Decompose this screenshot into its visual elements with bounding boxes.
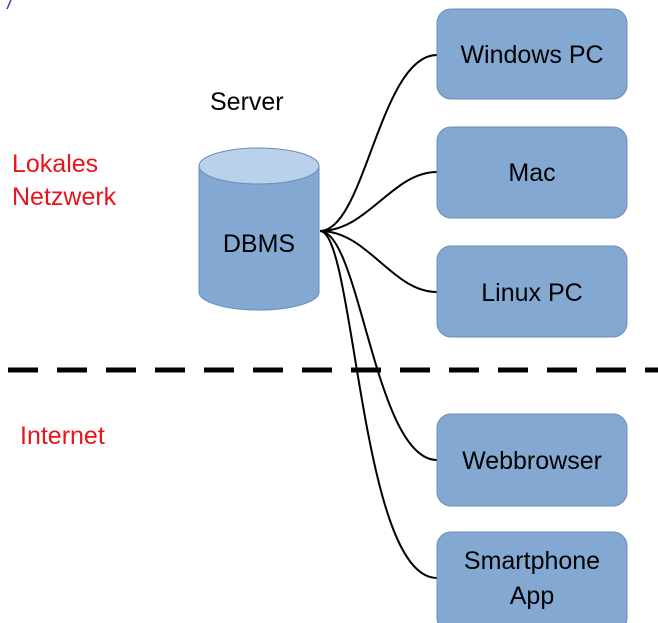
client-label-smartphone-line2: App [510, 582, 554, 610]
connector-linux-pc [319, 230, 438, 293]
connector-windows-pc [319, 54, 438, 232]
client-box-linux-pc [436, 245, 628, 338]
client-node-windows-pc: Windows PC [436, 8, 628, 100]
client-label-smartphone-line1: Smartphone [464, 547, 600, 575]
database-cylinder-top [198, 147, 320, 185]
dbms-label: DBMS [223, 230, 295, 258]
client-label-webbrowser: Webbrowser [462, 447, 602, 475]
client-label-windows-pc: Windows PC [460, 41, 603, 69]
database-cylinder-icon [198, 147, 320, 311]
client-label-mac: Mac [508, 159, 555, 187]
connector-smartphone-app [319, 230, 438, 579]
client-box-webbrowser [436, 413, 628, 507]
zone-label-local-network-line2: Netzwerk [12, 183, 117, 211]
client-label-linux-pc: Linux PC [481, 279, 582, 307]
client-box-mac [436, 126, 628, 219]
client-node-linux-pc: Linux PC [436, 245, 628, 338]
client-node-smartphone-app: Smartphone App [436, 531, 628, 623]
server-title: Server [210, 88, 284, 116]
client-node-mac: Mac [436, 126, 628, 219]
zone-label-internet: Internet [20, 422, 105, 450]
connector-mac [319, 171, 438, 232]
zone-label-local-network-line1: Lokales [12, 150, 98, 178]
connectors [319, 54, 438, 579]
client-box-smartphone-app [436, 531, 628, 623]
client-box-windows-pc [436, 8, 628, 100]
client-node-webbrowser: Webbrowser [436, 413, 628, 507]
connector-webbrowser [319, 230, 438, 461]
database-cylinder-body [198, 165, 320, 311]
corner-mark [6, 0, 12, 10]
